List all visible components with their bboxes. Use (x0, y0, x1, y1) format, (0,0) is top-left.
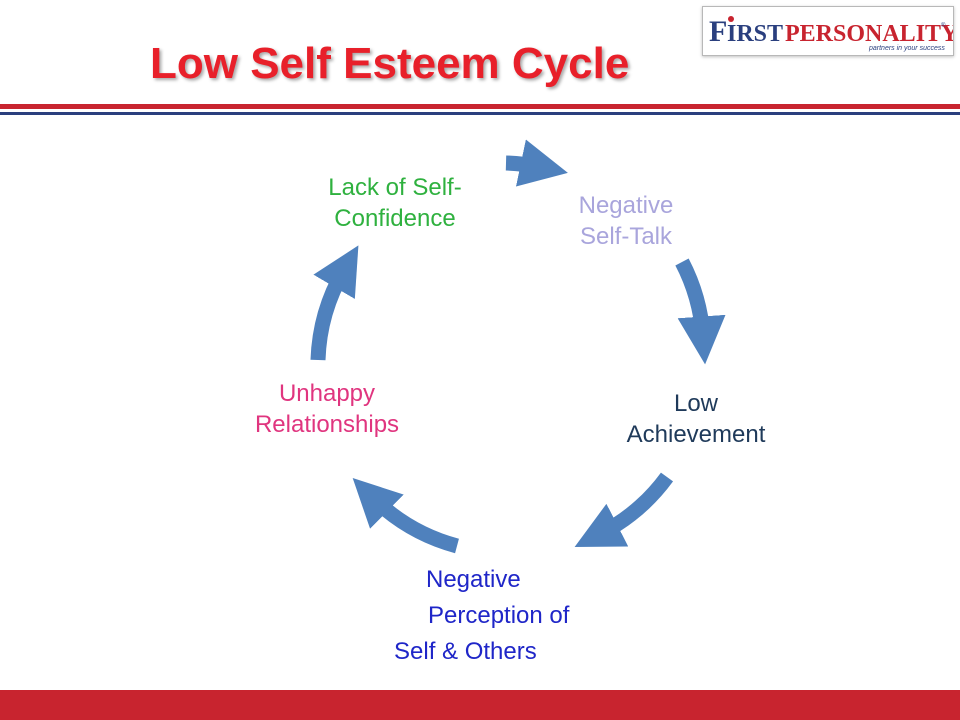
node-negative-self-talk: Negative Self-Talk (566, 190, 686, 252)
footer-bar (0, 690, 960, 720)
node-low-achievement-line-2: Achievement (626, 421, 766, 448)
node-negative-perception-line-3: Self & Others (394, 638, 537, 665)
header-rule-blue (0, 112, 960, 115)
node-negative-perception-line-1: Negative (426, 566, 521, 593)
logo-word-first: IRST (727, 21, 783, 47)
node-low-achievement: Low Achievement (596, 388, 796, 450)
node-negative-self-talk-line-1: Negative (578, 192, 674, 219)
node-negative-perception: Negative Perception of Self & Others (386, 564, 626, 667)
header-rule-red (0, 104, 960, 109)
logo-figure-icon (728, 16, 734, 22)
node-negative-perception-line-2: Perception of (428, 602, 570, 629)
arrow-confidence-to-selftalk (505, 139, 568, 187)
logo-letter-f: F (709, 15, 727, 48)
node-unhappy-relationships-line-2: Relationships (254, 411, 400, 438)
logo-mark: F IRST PERSONALITY ® partners in your su… (709, 15, 953, 52)
node-low-achievement-line-1: Low (673, 390, 719, 417)
arrow-perception-to-relationships (352, 478, 460, 554)
first-personality-logo: F IRST PERSONALITY ® partners in your su… (702, 6, 954, 56)
arrow-achievement-to-perception (574, 472, 674, 547)
arrow-relationships-to-confidence (310, 245, 359, 361)
node-negative-self-talk-line-2: Self-Talk (579, 223, 673, 250)
node-lack-of-confidence-line-2: Confidence (334, 205, 456, 232)
arrow-selftalk-to-achievement (675, 258, 726, 365)
node-lack-of-confidence: Lack of Self- Confidence (300, 172, 490, 234)
page-title: Low Self Esteem Cycle (150, 39, 630, 88)
node-unhappy-relationships: Unhappy Relationships (222, 378, 432, 440)
logo-tagline: partners in your success (868, 45, 945, 52)
logo-trademark: ® (941, 22, 946, 29)
logo-word-personality: PERSONALITY (785, 21, 953, 47)
node-unhappy-relationships-line-1: Unhappy (278, 380, 376, 407)
node-lack-of-confidence-line-1: Lack of Self- (328, 174, 462, 201)
